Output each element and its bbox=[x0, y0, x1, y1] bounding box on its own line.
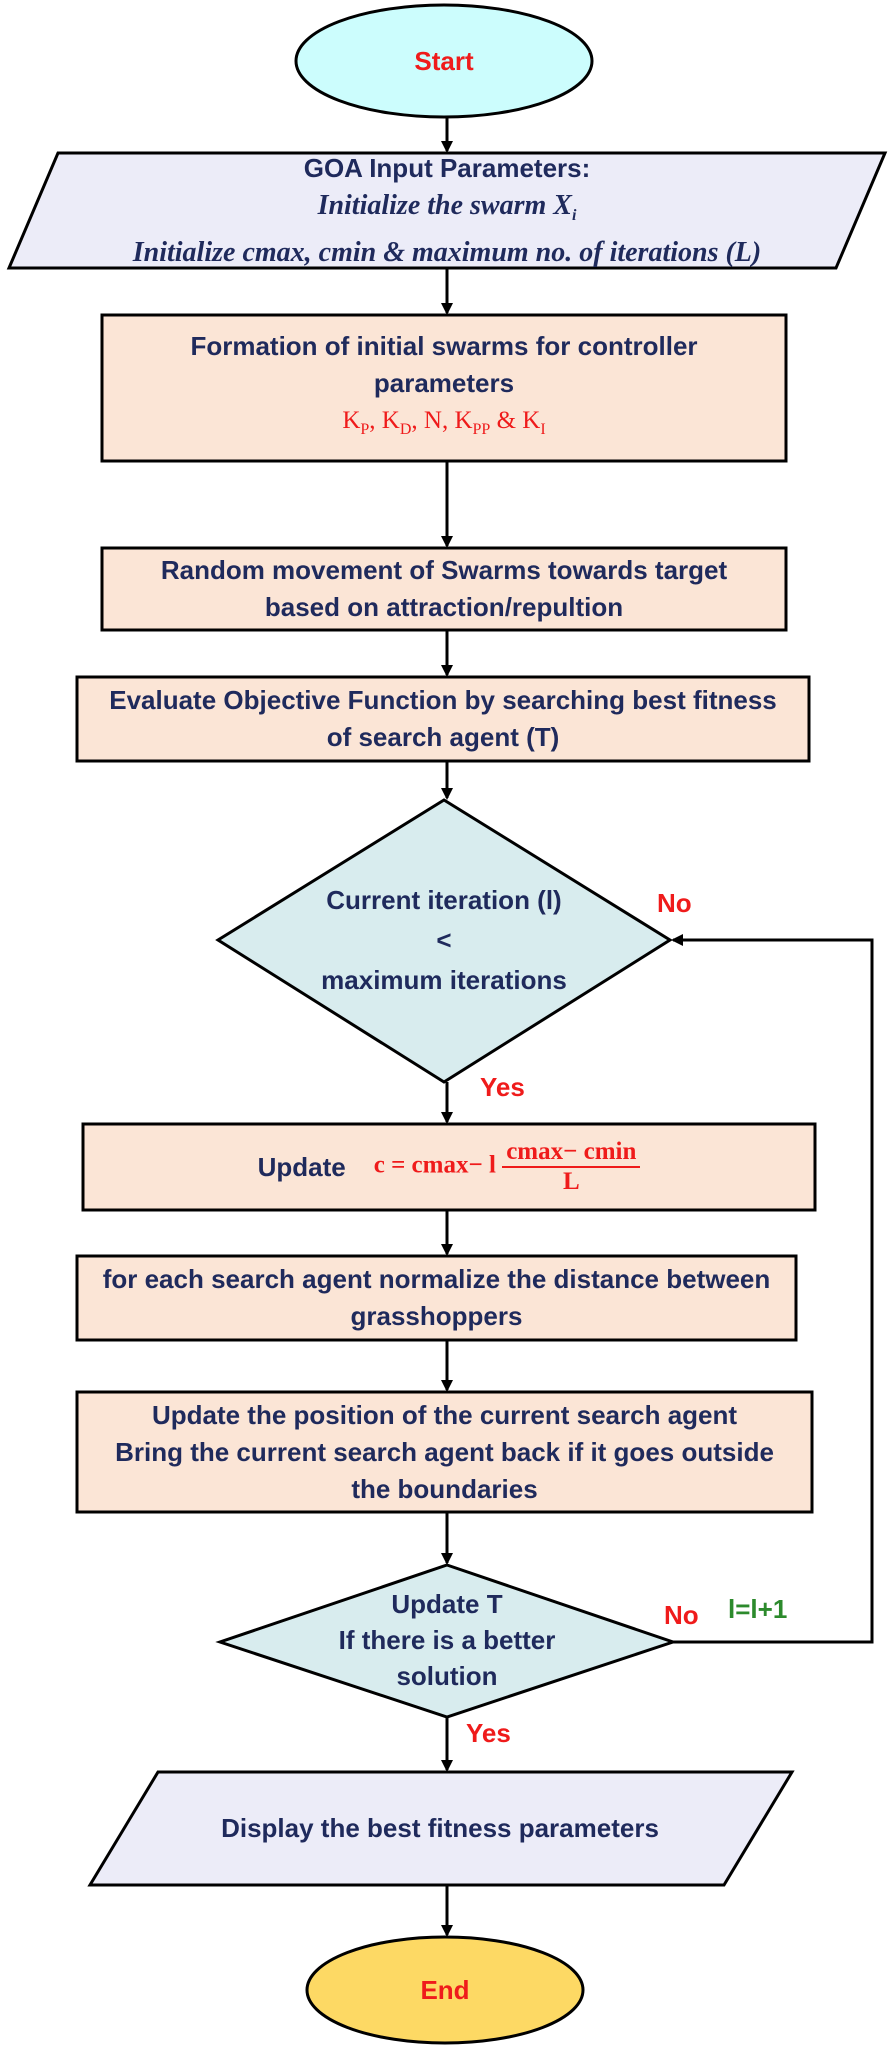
formation-box bbox=[100, 313, 788, 463]
formation-params: KP, KD, N, KPP & KI bbox=[342, 407, 546, 438]
input-parallelogram bbox=[6, 151, 888, 270]
end-terminal bbox=[305, 1935, 585, 2045]
position-text: Update the position of the current searc… bbox=[115, 1399, 774, 1504]
yes-label-2: Yes bbox=[466, 1718, 511, 1748]
update-c-box bbox=[81, 1122, 817, 1212]
formation-line2: parameters bbox=[373, 368, 515, 398]
random-box bbox=[100, 546, 788, 632]
position-box bbox=[75, 1390, 814, 1514]
increment-label: l=l+1 bbox=[728, 1594, 788, 1624]
display-parallelogram bbox=[87, 1770, 795, 1887]
connectors bbox=[441, 117, 874, 1937]
input-title: GOA Input Parameters: bbox=[303, 153, 591, 183]
update-c-label: Update bbox=[257, 1151, 346, 1182]
formation-line1: Formation of initial swarms for controll… bbox=[190, 331, 698, 361]
input-line2: Initialize cmax, cmin & maximum no. of i… bbox=[132, 237, 762, 268]
formation-text: Formation of initial swarms for controll… bbox=[102, 315, 786, 461]
decision1-text: Current iteration (l) < maximum iteratio… bbox=[321, 885, 567, 995]
yes-label-1: Yes bbox=[480, 1072, 525, 1102]
decision1-diamond bbox=[215, 798, 673, 1084]
input-line1: Initialize the swarm Xi bbox=[317, 190, 577, 224]
no-label-1: No bbox=[657, 888, 692, 918]
display-text: Display the best fitness parameters bbox=[221, 1813, 659, 1843]
random-text: Random movement of Swarms towards target… bbox=[160, 555, 728, 622]
evaluate-box bbox=[75, 675, 811, 763]
input-text: GOA Input Parameters: Initialize the swa… bbox=[60, 153, 834, 268]
no-label-2: No bbox=[664, 1600, 699, 1630]
end-label: End bbox=[420, 1974, 470, 2005]
start-terminal bbox=[294, 3, 594, 119]
normalize-text: for each search agent normalize the dist… bbox=[102, 1264, 771, 1331]
evaluate-text: Evaluate Objective Function by searching… bbox=[109, 685, 777, 752]
loop-back-arrow bbox=[671, 934, 874, 1644]
decision2-text: Update T If there is a better solution bbox=[338, 1589, 556, 1691]
normalize-box bbox=[75, 1254, 798, 1342]
start-label: Start bbox=[414, 45, 474, 76]
